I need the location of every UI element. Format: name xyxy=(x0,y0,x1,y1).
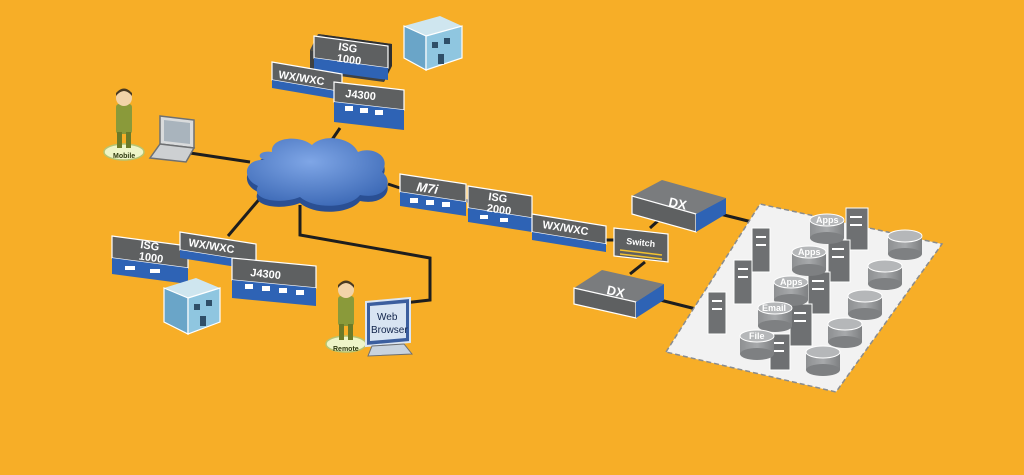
apps-3-label: Apps xyxy=(780,277,803,287)
switch-label: Switch xyxy=(626,236,656,249)
apps-2-label: Apps xyxy=(798,247,821,257)
isg2000-device[interactable]: ISG2000 xyxy=(467,185,533,232)
building-top-icon xyxy=(403,16,463,72)
file-label: File xyxy=(749,331,765,341)
service-apps-1: Apps xyxy=(809,213,845,244)
remote-label: Remote xyxy=(333,346,359,353)
service-apps-3: Apps xyxy=(773,275,809,306)
dx-bottom-device[interactable]: DX xyxy=(573,270,664,319)
m7i-device[interactable]: M7i xyxy=(399,173,467,216)
laptop-icon xyxy=(148,115,196,163)
mobile-user[interactable]: Mobile xyxy=(103,88,145,161)
j4300-bottom-device[interactable]: J4300 xyxy=(231,257,317,306)
dx-bottom-label: DX xyxy=(605,282,626,300)
data-center: Apps Apps Apps Email File xyxy=(664,203,944,393)
web-label-line1: Web xyxy=(377,312,398,323)
isg1000-bottom-device[interactable]: ISG1000 xyxy=(111,235,189,284)
isg1000-bottom-label: ISG1000 xyxy=(138,239,166,266)
mobile-label: Mobile xyxy=(113,153,135,160)
m7i-label: M7i xyxy=(416,179,440,197)
isg2000-label: ISG2000 xyxy=(486,191,514,218)
web-label-line2: Browser xyxy=(371,325,408,336)
dx-top-device[interactable]: DX xyxy=(631,180,726,233)
remote-user[interactable]: Remote xyxy=(325,280,367,354)
web-browser-monitor[interactable]: Web Browser xyxy=(365,296,414,357)
storage-disks xyxy=(805,229,923,376)
wx-top-device[interactable]: WX/WXC xyxy=(271,61,343,100)
svg-text:ISG1000: ISG1000 xyxy=(336,41,364,68)
j4300-top-label: J4300 xyxy=(345,88,377,103)
server-racks xyxy=(707,207,869,371)
building-bottom-icon xyxy=(163,278,221,335)
email-label: Email xyxy=(762,303,786,313)
wx-core-device[interactable]: WX/WXC xyxy=(531,213,607,252)
service-file: File xyxy=(739,329,775,360)
apps-1-label: Apps xyxy=(816,215,839,225)
j4300-top-device[interactable]: J4300 xyxy=(333,81,405,130)
service-apps-2: Apps xyxy=(791,245,827,276)
switch-device[interactable]: Switch xyxy=(613,227,669,263)
service-email: Email xyxy=(757,301,793,332)
internet-cloud xyxy=(246,138,388,212)
j4300-bottom-label: J4300 xyxy=(250,267,282,282)
svg-text:Web Browser: Web Browser xyxy=(371,312,408,336)
isg1000-top-label: ISG1000 xyxy=(336,41,364,68)
dx-top-label: DX xyxy=(667,194,688,212)
